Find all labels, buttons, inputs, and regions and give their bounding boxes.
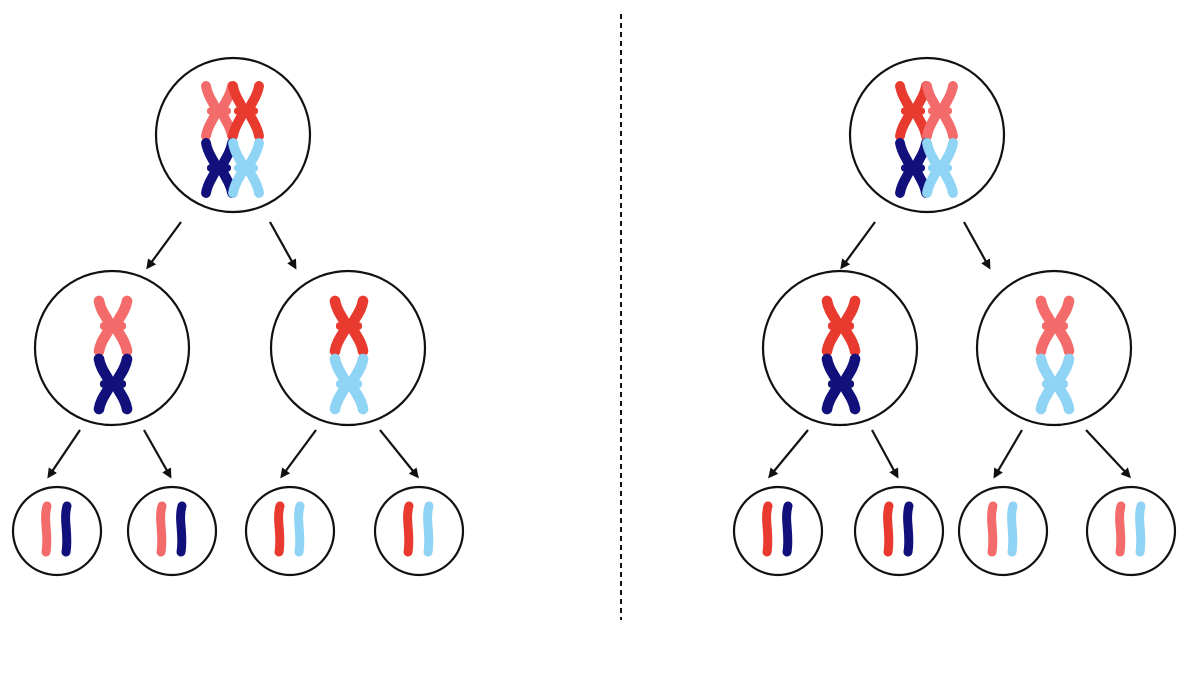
- chromatid-icon: [903, 501, 914, 557]
- x-chromosome-icon: [895, 81, 931, 141]
- chromatid-icon: [1115, 501, 1126, 557]
- chromatid-icon: [274, 501, 285, 557]
- parent-cell: [154, 56, 312, 214]
- x-chromosome-icon: [329, 295, 369, 357]
- gamete-cell: [126, 485, 218, 577]
- x-chromosome-icon: [1035, 353, 1075, 415]
- arrow-icon: [768, 429, 809, 479]
- chromatid-icon: [987, 501, 998, 557]
- chromatid-icon: [176, 501, 187, 557]
- chromatid-icon: [423, 501, 434, 557]
- gamete-cell: [11, 485, 103, 577]
- chromatid-icon: [883, 501, 894, 557]
- chromatid-icon: [294, 501, 305, 557]
- daughter-cell: [975, 269, 1133, 427]
- gamete-cell: [957, 485, 1049, 577]
- gamete-cell: [244, 485, 336, 577]
- arrow-icon: [840, 221, 876, 270]
- arrow-icon: [963, 221, 991, 270]
- x-chromosome-icon: [93, 353, 133, 415]
- chromatid-icon: [762, 501, 773, 557]
- x-chromosome-icon: [228, 81, 264, 141]
- x-chromosome-icon: [329, 353, 369, 415]
- daughter-cell: [269, 269, 427, 427]
- arrow-icon: [146, 221, 182, 270]
- x-chromosome-icon: [228, 138, 264, 198]
- arrow-icon: [47, 429, 81, 479]
- chromatid-icon: [403, 501, 414, 557]
- daughter-cell: [33, 269, 191, 427]
- gamete-cell: [373, 485, 465, 577]
- gamete-cell: [1085, 485, 1177, 577]
- x-chromosome-icon: [201, 138, 237, 198]
- chromatid-icon: [1135, 501, 1146, 557]
- x-chromosome-icon: [922, 81, 958, 141]
- arrow-icon: [280, 429, 317, 479]
- chromatid-icon: [61, 501, 72, 557]
- gamete-cell: [853, 485, 945, 577]
- arrow-icon: [143, 429, 172, 479]
- x-chromosome-icon: [821, 353, 861, 415]
- chromatid-icon: [782, 501, 793, 557]
- chromatid-icon: [156, 501, 167, 557]
- arrow-icon: [993, 429, 1023, 479]
- arrow-icon: [379, 429, 419, 479]
- x-chromosome-icon: [1035, 295, 1075, 357]
- arrow-icon: [1085, 429, 1132, 479]
- x-chromosome-icon: [895, 138, 931, 198]
- x-chromosome-icon: [922, 138, 958, 198]
- arrow-icon: [871, 429, 899, 479]
- x-chromosome-icon: [93, 295, 133, 357]
- chromatid-icon: [1007, 501, 1018, 557]
- arrow-icon: [269, 221, 297, 270]
- x-chromosome-icon: [201, 81, 237, 141]
- x-chromosome-icon: [821, 295, 861, 357]
- daughter-cell: [761, 269, 919, 427]
- gamete-cell: [732, 485, 824, 577]
- parent-cell: [848, 56, 1006, 214]
- chromatid-icon: [41, 501, 52, 557]
